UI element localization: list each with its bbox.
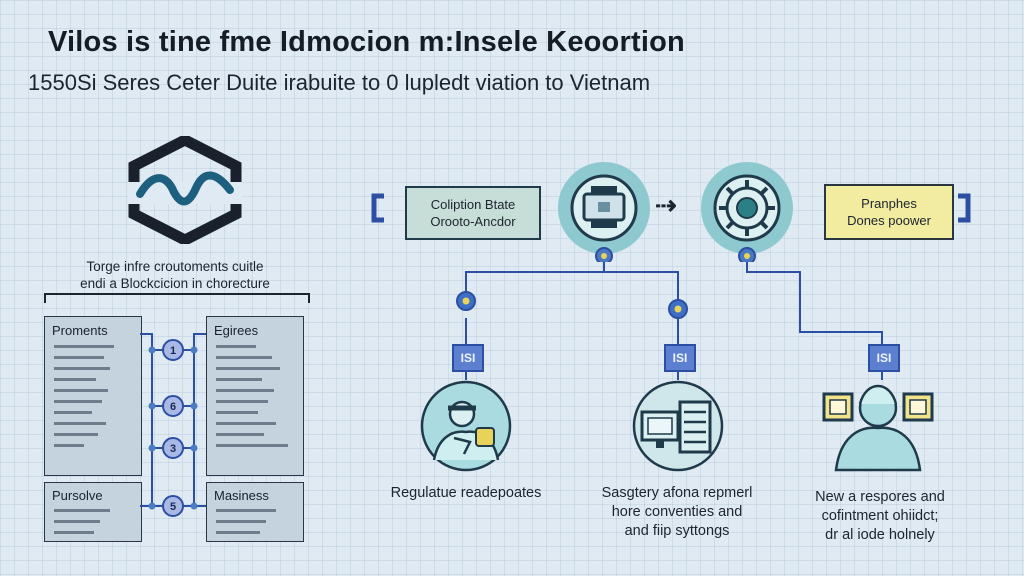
page-title: Vilos is tine fme Idmocion m:Insele Keoo… (48, 26, 685, 58)
panel-title: Egirees (214, 323, 259, 338)
box-line: Coliption Btate (430, 197, 516, 212)
caption-line: Sasgtery afona repmerl (601, 485, 753, 501)
connector-badge-4 (162, 495, 184, 517)
connector-badge-1 (162, 339, 184, 361)
flow-arrow-icon: ⇢ (655, 190, 677, 220)
panel-text-lines (54, 345, 124, 455)
node-caption-new-respores: New a respores and cofintment ohiidct; d… (790, 488, 970, 545)
left-caption: Torge infre croutoments cuitle endi a Bl… (40, 258, 310, 292)
regulator-person-icon (420, 380, 512, 472)
page-subtitle: 1550Si Seres Ceter Duite irabuite to 0 l… (28, 70, 651, 95)
wave-hexagon-logo-icon (128, 136, 242, 244)
panel-title: Proments (52, 323, 108, 338)
box-line: Pranphes (861, 196, 917, 211)
connector-badge-3 (162, 437, 184, 459)
panel-text-lines (216, 509, 292, 542)
caption-line: dr al iode holnely (825, 527, 935, 543)
isi-badge: ISI (452, 344, 484, 372)
pranphes-box: Pranphes Dones poower (824, 184, 954, 240)
panel-pursolve: Pursolve (44, 482, 142, 542)
panel-connectors: 1 6 3 5 (140, 333, 206, 517)
junction-dot-icon (456, 291, 476, 311)
device-circle-icon (558, 162, 650, 262)
left-caption-line-2: endi a Blockcicion in chorecture (80, 276, 270, 291)
computer-workstation-icon (632, 380, 724, 472)
left-bracket-icon (371, 193, 384, 223)
panel-text-lines (54, 509, 124, 542)
caption-line: Regulatue readepoates (390, 485, 542, 501)
gear-circle-icon (701, 162, 793, 262)
right-bracket-icon (958, 193, 971, 223)
panel-title: Pursolve (52, 488, 103, 503)
isi-badge: ISI (664, 344, 696, 372)
connector-badge-label: 1 (170, 345, 176, 357)
node-caption-sasgtery: Sasgtery afona repmerl hore conventies a… (582, 484, 772, 541)
caption-line: New a respores and (815, 489, 945, 505)
panel-masiness: Masiness (206, 482, 304, 542)
caption-line: cofintment ohiidct; (821, 508, 939, 524)
connector-badge-label: 5 (170, 501, 176, 513)
caption-bracket (44, 293, 310, 303)
left-caption-line-1: Torge infre croutoments cuitle (86, 259, 264, 274)
panel-egirees: Egirees (206, 316, 304, 476)
junction-dot-icon (668, 299, 688, 319)
connector-badge-2 (162, 395, 184, 417)
isi-badge: ISI (868, 344, 900, 372)
connector-badge-label: 3 (170, 443, 176, 455)
inspector-person-icon (822, 384, 934, 472)
panel-text-lines (216, 345, 292, 455)
caption-line: and fiip syttongs (624, 523, 730, 539)
panel-proments: Proments (44, 316, 142, 476)
connector-badge-label: 6 (170, 401, 176, 413)
box-line: Dones poower (847, 213, 931, 228)
coliption-state-box: Coliption Btate Orooto-Ancdor (405, 186, 541, 240)
caption-line: hore conventies and (611, 504, 743, 520)
panel-title: Masiness (214, 488, 269, 503)
node-caption-regulatue: Regulatue readepoates (374, 484, 558, 503)
box-line: Orooto-Ancdor (430, 214, 516, 229)
